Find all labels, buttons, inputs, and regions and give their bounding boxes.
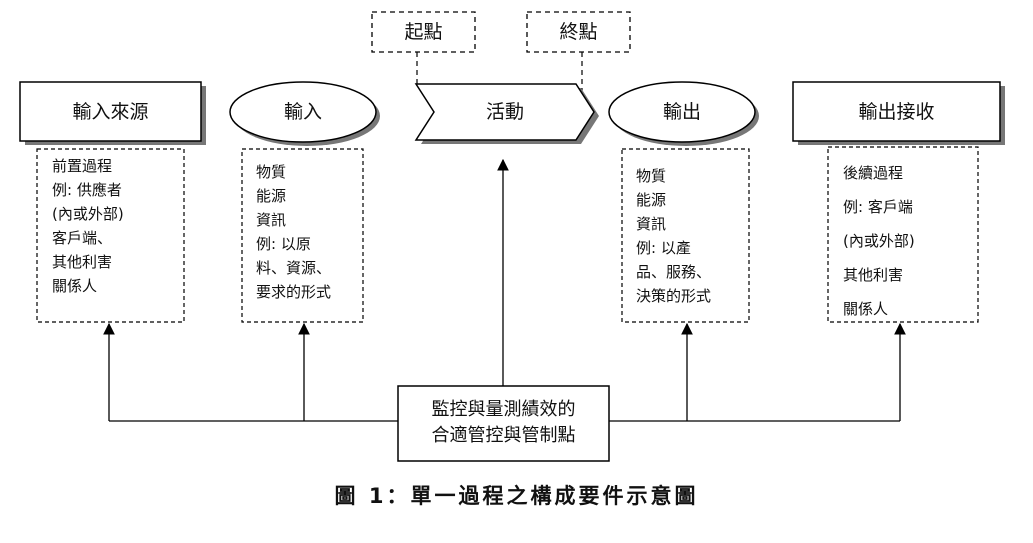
control-label: 監控與量測績效的 合適管控與管制點 [398,397,609,449]
detail-line: 前置過程 [52,157,113,175]
detail-line: 其他利害 [843,266,904,284]
output-receiver-label: 輸出接收 [858,101,935,123]
start-point-label: 起點 [404,21,443,43]
input-source-detail-box [36,148,185,323]
input-details: 物質 能源 資訊 例: 以原 料、資源、 要求的形式 [256,160,331,304]
end-point-label: 終點 [559,21,598,43]
detail-line: 關係人 [843,300,889,318]
detail-line: 能源 [636,191,667,209]
output-receiver-details: 後續過程 例: 客戶端 (內或外部) 其他利害 關係人 [843,156,915,326]
detail-line: 客戶端、 [52,229,113,247]
detail-line: 例: 以原 [256,235,311,253]
detail-line: 後續過程 [843,164,904,182]
detail-line: 例: 供應者 [52,181,122,199]
output-ellipse [608,81,756,143]
detail-line: 資訊 [256,211,287,229]
input-label: 輸入 [283,101,322,123]
input-source-label: 輸入來源 [72,101,149,123]
detail-line: 能源 [256,187,287,205]
output-label: 輸出 [662,101,701,123]
detail-line: 物質 [636,167,667,185]
detail-line: 例: 以產 [636,239,691,257]
output-receiver-detail-box [827,146,979,323]
detail-line: 其他利害 [52,253,113,271]
figure-caption: 圖 1：單一過程之構成要件示意圖 [334,484,699,508]
feedback-lines [103,158,906,422]
end-point-box [526,11,631,53]
detail-line: (內或外部) [843,232,915,250]
input-ellipse [229,81,377,143]
detail-line: 品、服務、 [636,263,712,281]
activity-label: 活動 [485,101,524,123]
detail-line: 資訊 [636,215,667,233]
control-box [397,385,610,462]
output-receiver-box [792,81,1001,142]
detail-line: (內或外部) [52,205,124,223]
detail-line: 例: 客戶端 [843,198,913,216]
input-source-details: 前置過程 例: 供應者 (內或外部) 客戶端、 其他利害 關係人 [52,154,124,298]
control-line-2: 合適管控與管制點 [431,425,576,446]
output-details: 物質 能源 資訊 例: 以產 品、服務、 決策的形式 [636,164,711,308]
detail-line: 料、資源、 [256,259,332,277]
input-source-box [19,81,202,142]
detail-line: 物質 [256,163,287,181]
output-detail-box [621,148,750,323]
control-line-1: 監控與量測績效的 [431,399,576,420]
detail-line: 要求的形式 [256,283,332,301]
detail-line: 決策的形式 [636,287,712,305]
start-point-box [371,11,476,53]
detail-line: 關係人 [52,277,98,295]
activity-chevron [414,83,595,141]
